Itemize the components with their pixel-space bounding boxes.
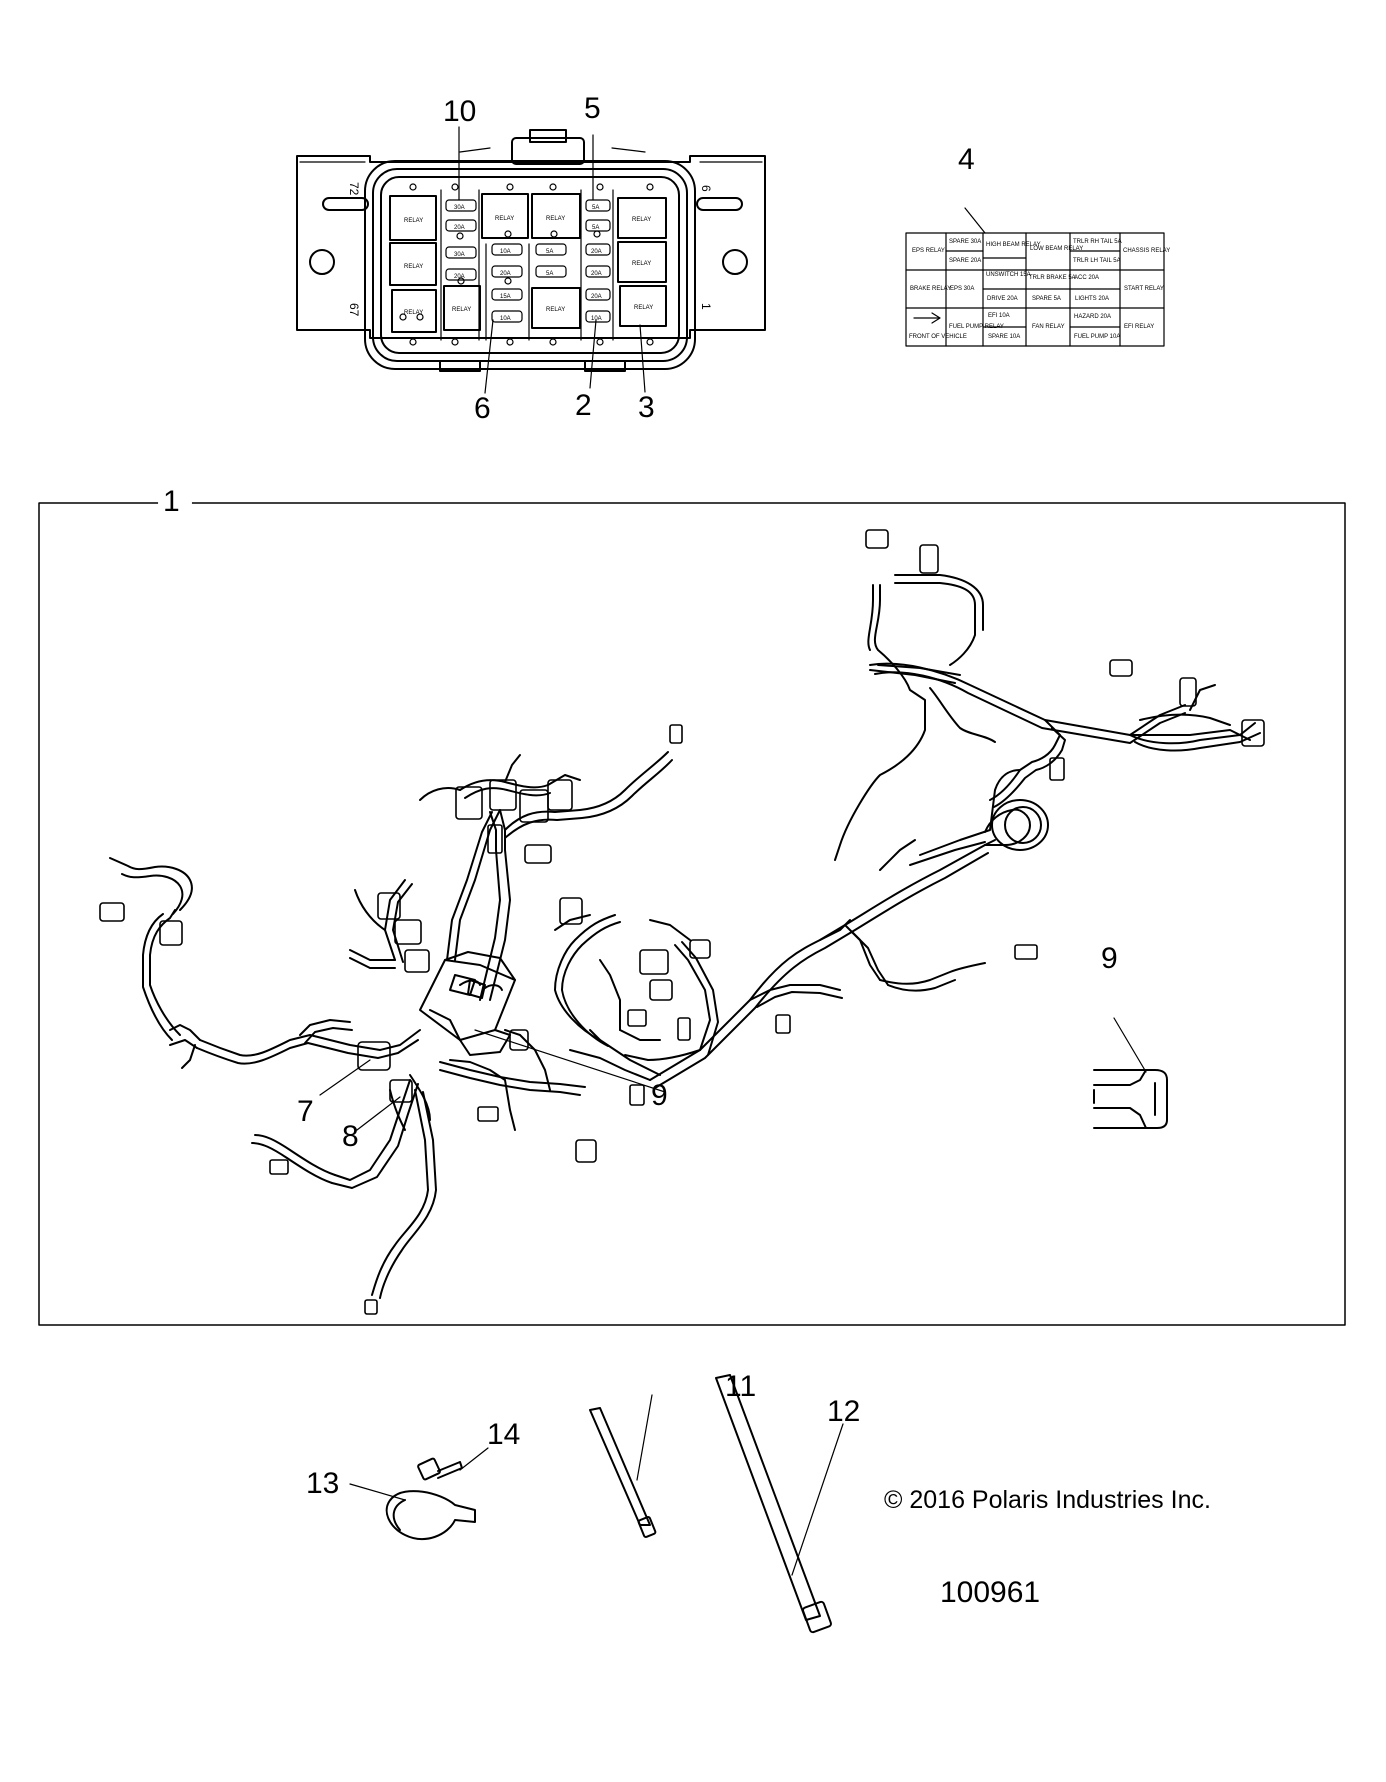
svg-text:HIGH BEAM RELAY: HIGH BEAM RELAY xyxy=(986,242,1041,248)
callout-3: 3 xyxy=(638,391,655,424)
svg-text:TRLR LH TAIL 5A: TRLR LH TAIL 5A xyxy=(1073,258,1121,264)
copyright-notice: © 2016 Polaris Industries Inc. xyxy=(884,1486,1211,1514)
svg-text:FUEL PUMP 10A: FUEL PUMP 10A xyxy=(1074,334,1120,340)
svg-text:LOW BEAM RELAY: LOW BEAM RELAY xyxy=(1030,246,1083,252)
svg-text:RELAY: RELAY xyxy=(546,307,565,313)
cable-tie-long xyxy=(715,1374,844,1634)
callout-1: 1 xyxy=(163,485,180,518)
svg-text:10A: 10A xyxy=(500,316,511,322)
svg-text:CHASSIS RELAY: CHASSIS RELAY xyxy=(1123,248,1170,254)
svg-text:RELAY: RELAY xyxy=(495,216,514,222)
svg-text:30A: 30A xyxy=(454,252,465,258)
fuse-decal-labels: EPS RELAY SPARE 30A HIGH BEAM RELAY LOW … xyxy=(909,239,1170,340)
clamp xyxy=(349,1483,476,1540)
svg-text:TRLR BRAKE 5A: TRLR BRAKE 5A xyxy=(1029,275,1076,281)
callout-6: 6 xyxy=(474,392,491,425)
svg-text:20A: 20A xyxy=(454,274,465,280)
svg-text:RELAY: RELAY xyxy=(632,217,651,223)
svg-text:FAN RELAY: FAN RELAY xyxy=(1032,324,1065,330)
callout-9-loose: 9 xyxy=(1101,942,1118,975)
wiring-harness xyxy=(99,529,1265,1315)
fuse-box xyxy=(296,126,766,394)
svg-text:FRONT OF VEHICLE: FRONT OF VEHICLE xyxy=(909,334,967,340)
callout-8: 8 xyxy=(342,1120,359,1153)
svg-text:RELAY: RELAY xyxy=(404,310,423,316)
fuse-box-labels: 72 6 67 1 RELAY RELAY RELAY RELAY RELAY … xyxy=(347,182,713,322)
svg-text:SPARE 5A: SPARE 5A xyxy=(1032,296,1061,302)
svg-text:DRIVE 20A: DRIVE 20A xyxy=(987,296,1018,302)
svg-text:10A: 10A xyxy=(500,249,511,255)
svg-text:LIGHTS 20A: LIGHTS 20A xyxy=(1075,296,1109,302)
svg-text:SPARE 30A: SPARE 30A xyxy=(949,239,981,245)
svg-text:EFI 10A: EFI 10A xyxy=(988,313,1010,319)
svg-text:SPARE 20A: SPARE 20A xyxy=(949,258,981,264)
fuse-decal xyxy=(905,207,1165,347)
svg-text:RELAY: RELAY xyxy=(634,305,653,311)
svg-text:FUEL PUMP RELAY: FUEL PUMP RELAY xyxy=(949,324,1004,330)
svg-text:5A: 5A xyxy=(546,271,553,277)
svg-text:BRAKE RELAY: BRAKE RELAY xyxy=(910,286,951,292)
callout-10: 10 xyxy=(443,95,477,128)
svg-text:6: 6 xyxy=(699,185,713,192)
svg-text:5A: 5A xyxy=(546,249,553,255)
svg-text:TRLR RH TAIL 5A: TRLR RH TAIL 5A xyxy=(1073,239,1122,245)
svg-text:20A: 20A xyxy=(591,271,602,277)
svg-text:20A: 20A xyxy=(591,249,602,255)
diagram-number: 100961 xyxy=(940,1576,1041,1609)
callout-9-harness: 9 xyxy=(651,1079,668,1112)
svg-text:20A: 20A xyxy=(454,225,465,231)
svg-text:5A: 5A xyxy=(592,205,599,211)
svg-text:START RELAY: START RELAY xyxy=(1124,286,1164,292)
svg-text:EPS 30A: EPS 30A xyxy=(950,286,974,292)
svg-text:SPARE 10A: SPARE 10A xyxy=(988,334,1020,340)
callout-14: 14 xyxy=(487,1418,521,1451)
svg-text:30A: 30A xyxy=(454,205,465,211)
svg-text:HAZARD 20A: HAZARD 20A xyxy=(1074,314,1111,320)
svg-text:10A: 10A xyxy=(591,316,602,322)
svg-text:RELAY: RELAY xyxy=(546,216,565,222)
bolt xyxy=(417,1447,489,1481)
svg-text:EFI RELAY: EFI RELAY xyxy=(1124,324,1154,330)
svg-text:UNSWITCH 15A: UNSWITCH 15A xyxy=(986,272,1031,278)
cable-tie-short xyxy=(589,1394,657,1538)
svg-text:RELAY: RELAY xyxy=(452,307,471,313)
callout-2: 2 xyxy=(575,389,592,422)
svg-text:1: 1 xyxy=(699,303,713,310)
harness-frame xyxy=(38,502,1346,1326)
svg-text:15A: 15A xyxy=(500,294,511,300)
svg-text:RELAY: RELAY xyxy=(404,264,423,270)
callout-4: 4 xyxy=(958,143,975,176)
svg-text:ACC 20A: ACC 20A xyxy=(1074,275,1099,281)
callout-5: 5 xyxy=(584,92,601,125)
svg-text:RELAY: RELAY xyxy=(404,218,423,224)
callout-13: 13 xyxy=(306,1467,340,1500)
callout-7: 7 xyxy=(297,1095,314,1128)
svg-text:RELAY: RELAY xyxy=(632,261,651,267)
svg-text:72: 72 xyxy=(347,182,361,196)
svg-text:20A: 20A xyxy=(591,294,602,300)
svg-text:EPS RELAY: EPS RELAY xyxy=(912,248,945,254)
callout-12: 12 xyxy=(827,1395,861,1428)
svg-text:5A: 5A xyxy=(592,225,599,231)
svg-text:67: 67 xyxy=(347,303,361,317)
callout-11: 11 xyxy=(725,1370,757,1403)
svg-text:20A: 20A xyxy=(500,271,511,277)
